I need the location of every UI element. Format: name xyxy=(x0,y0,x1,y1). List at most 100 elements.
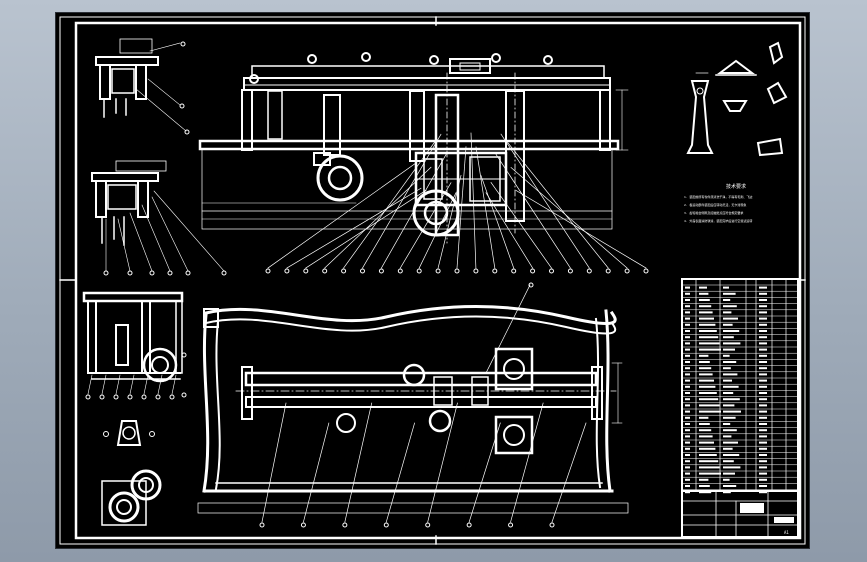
table-cell-text xyxy=(723,292,736,295)
table-cell-text xyxy=(685,429,690,432)
leader-line xyxy=(490,182,552,269)
part-balloon xyxy=(435,268,441,274)
table-cell-text xyxy=(699,460,719,463)
table-cell-text xyxy=(699,441,714,444)
table-cell-text xyxy=(699,385,716,388)
table-cell-text xyxy=(685,299,690,301)
drawing-sheet: 技术要求 1. 装配前所有零件须清洗干净，不得有毛刺、飞边 2. 各运动部件装配… xyxy=(56,13,809,548)
table-cell-text xyxy=(699,354,709,357)
table-cell-text xyxy=(699,336,719,339)
table-cell-text xyxy=(723,466,741,469)
leader-line xyxy=(303,422,330,523)
table-cell-text xyxy=(723,305,737,308)
table-cell-text xyxy=(723,367,731,370)
table-cell-text xyxy=(759,416,767,419)
table-cell-text xyxy=(723,441,738,444)
part-balloon xyxy=(85,394,91,400)
table-cell-text xyxy=(723,423,731,425)
part-balloon xyxy=(303,268,309,274)
table-cell-text xyxy=(723,286,729,289)
parts-list-table: A1 xyxy=(681,278,799,538)
leader-line xyxy=(510,167,628,269)
table-cell-text xyxy=(699,466,720,469)
leader-line xyxy=(510,402,544,523)
table-cell-text xyxy=(685,336,690,339)
table-cell-text xyxy=(759,299,767,301)
part-balloon xyxy=(181,392,187,398)
table-cell-text xyxy=(685,286,690,289)
leader-line xyxy=(468,422,501,523)
table-cell-text xyxy=(759,323,767,326)
table-cell-text xyxy=(685,379,690,382)
table-cell-text xyxy=(699,472,721,475)
part-balloon xyxy=(397,268,403,274)
table-cell-text xyxy=(759,373,767,376)
table-cell-text xyxy=(759,367,767,370)
table-cell-text xyxy=(723,485,737,487)
part-balloon xyxy=(181,352,187,358)
table-cell-text xyxy=(723,379,732,382)
table-cell-text xyxy=(685,367,690,370)
leader-line xyxy=(143,374,149,395)
table-cell-text xyxy=(723,435,732,438)
table-cell-text xyxy=(685,392,690,394)
part-balloon xyxy=(425,522,431,528)
table-cell-text xyxy=(759,286,767,289)
leader-line xyxy=(101,374,107,395)
table-cell-text xyxy=(759,447,767,450)
part-balloon xyxy=(341,268,347,274)
table-cell-text xyxy=(723,348,735,351)
notes-line-1: 1. 装配前所有零件须清洗干净，不得有毛刺、飞边 xyxy=(684,194,752,199)
table-cell-text xyxy=(759,441,767,444)
leader-line xyxy=(286,187,422,269)
table-cell-text xyxy=(723,317,738,320)
table-cell-text xyxy=(723,361,737,363)
table-cell-text xyxy=(759,317,767,320)
table-cell-text xyxy=(699,416,709,419)
part-balloon xyxy=(511,268,517,274)
leader-line xyxy=(129,374,135,395)
table-cell-text xyxy=(759,361,767,363)
table-cell-text xyxy=(685,447,690,450)
table-cell-text xyxy=(685,305,690,308)
table-cell-text xyxy=(685,317,690,320)
leader-line xyxy=(87,374,93,395)
table-cell-text xyxy=(759,410,767,413)
table-cell-text xyxy=(759,491,767,494)
table-cell-text xyxy=(723,410,741,413)
table-cell-text xyxy=(699,392,717,394)
table-cell-text xyxy=(685,435,690,438)
leader-line xyxy=(427,402,458,523)
table-cell-text xyxy=(699,299,710,301)
table-cell-text xyxy=(699,491,712,494)
side-view xyxy=(82,291,187,400)
leader-line xyxy=(456,146,467,269)
table-cell-text xyxy=(685,373,690,376)
table-cell-text xyxy=(723,373,738,376)
table-cell-text xyxy=(759,454,767,456)
table-cell-text xyxy=(699,348,721,351)
table-cell-text xyxy=(685,460,690,463)
table-cell-text xyxy=(759,379,767,382)
leader-line xyxy=(480,175,515,269)
table-cell-text xyxy=(759,305,767,308)
part-details xyxy=(686,41,788,157)
table-cell-text xyxy=(759,330,767,332)
table-cell-text xyxy=(699,286,707,289)
leader-line xyxy=(495,153,571,269)
table-cell-text xyxy=(723,336,734,339)
part-balloon xyxy=(378,268,384,274)
part-balloon xyxy=(155,394,161,400)
inner-border xyxy=(74,21,802,540)
table-cell-text xyxy=(723,330,740,332)
table-cell-text xyxy=(685,466,690,469)
table-cell-text xyxy=(759,354,767,357)
table-cell-text xyxy=(699,323,716,326)
table-cell-text xyxy=(685,485,690,487)
table-cell-text xyxy=(723,311,732,314)
table-cell-text xyxy=(699,447,716,450)
table-cell-text xyxy=(759,435,767,438)
leader-line xyxy=(324,166,432,269)
table-cell-text xyxy=(699,429,712,432)
notes-line-4: 4. 外露表面涂防锈漆，装配完毕后进行空载试运转 xyxy=(684,218,752,223)
